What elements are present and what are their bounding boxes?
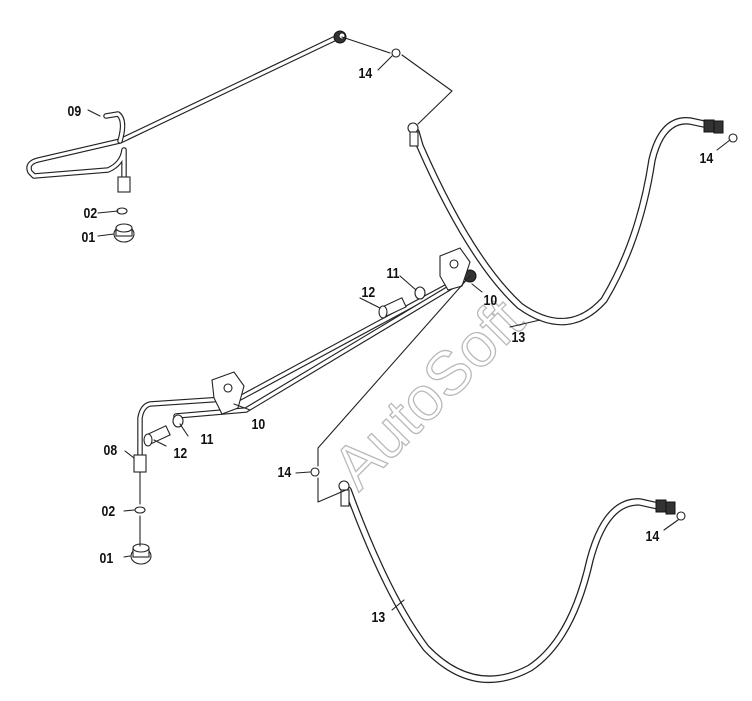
label-01-upper: 01 (82, 229, 96, 245)
label-11-upper: 11 (386, 265, 399, 281)
clamp-10-left (211, 371, 245, 415)
label-13-upper: 13 (512, 329, 526, 345)
seal-ring-14-lower (310, 467, 320, 477)
pipe-08-nut (133, 454, 147, 473)
label-12-upper: 12 (362, 284, 376, 300)
hose-13-upper (407, 117, 724, 326)
label-08: 08 (104, 442, 118, 458)
tube-09 (26, 30, 347, 193)
clamp-10-right (439, 247, 471, 291)
label-10-left: 10 (252, 416, 266, 432)
label-10-right: 10 (484, 292, 498, 308)
tube-09-nut (117, 176, 131, 193)
label-02-upper: 02 (84, 205, 98, 221)
label-14-right-upper: 14 (700, 150, 714, 166)
label-14-lower: 14 (278, 464, 292, 480)
pipe-08 (133, 269, 477, 473)
tube-09-end-fitting (333, 30, 347, 44)
label-12-lower: 12 (174, 445, 188, 461)
seal-ring-14-right-lower (676, 511, 686, 521)
bolt-12-lower (143, 425, 171, 447)
plug-01-lower (130, 543, 152, 565)
leader-lines (87, 55, 731, 611)
seal-ring-14-top (391, 48, 401, 58)
label-01-lower: 01 (100, 550, 114, 566)
label-02-lower: 02 (102, 503, 116, 519)
watermark-text: AutoSoft (320, 286, 537, 503)
plug-01-upper (113, 223, 135, 243)
label-11-lower: 11 (200, 431, 213, 447)
label-14-top: 14 (359, 65, 373, 81)
label-13-lower: 13 (372, 609, 386, 625)
washer-11-lower (172, 414, 184, 428)
label-14-right-lower: 14 (646, 528, 660, 544)
o-ring-02-lower (134, 506, 146, 514)
seal-ring-14-right-upper (728, 133, 738, 143)
bolt-12-upper (378, 297, 407, 319)
washer-11-upper (414, 286, 426, 300)
hose-13-lower (338, 480, 676, 683)
label-09: 09 (68, 103, 82, 119)
